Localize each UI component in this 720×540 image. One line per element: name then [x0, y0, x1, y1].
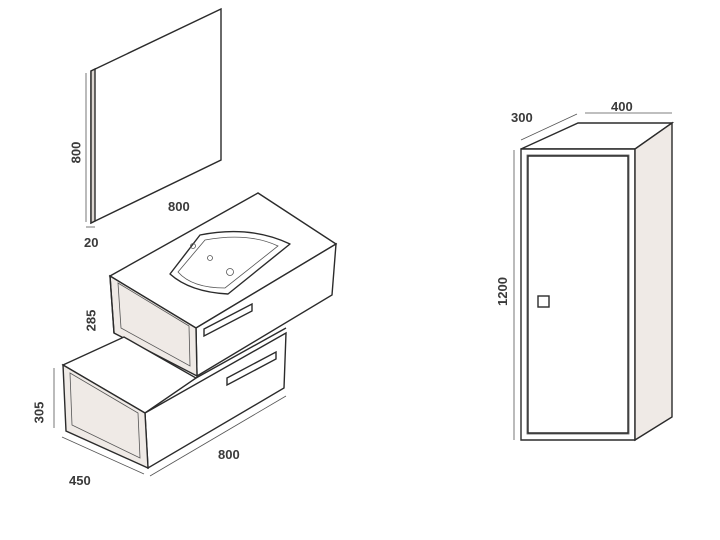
upper-cabinet-height-label: 285 [83, 309, 99, 332]
washbasin [169, 230, 291, 295]
mirror [85, 7, 222, 228]
column-unit [513, 112, 675, 442]
lower-cabinet-width-label: 800 [218, 447, 240, 462]
column-width-label: 400 [611, 99, 633, 114]
lower-cabinet-height-label: 305 [31, 401, 47, 424]
column-height-label: 1200 [494, 277, 510, 306]
column-depth-label: 300 [511, 110, 533, 125]
column-door-handle [537, 295, 550, 308]
lower-cabinet [53, 327, 287, 477]
upper-cabinet [108, 192, 338, 378]
mirror-depth-label: 20 [84, 235, 99, 250]
lower-cabinet-depth-label: 450 [69, 473, 91, 488]
mirror-width-label: 800 [168, 199, 190, 214]
mirror-height-label: 800 [68, 141, 84, 164]
